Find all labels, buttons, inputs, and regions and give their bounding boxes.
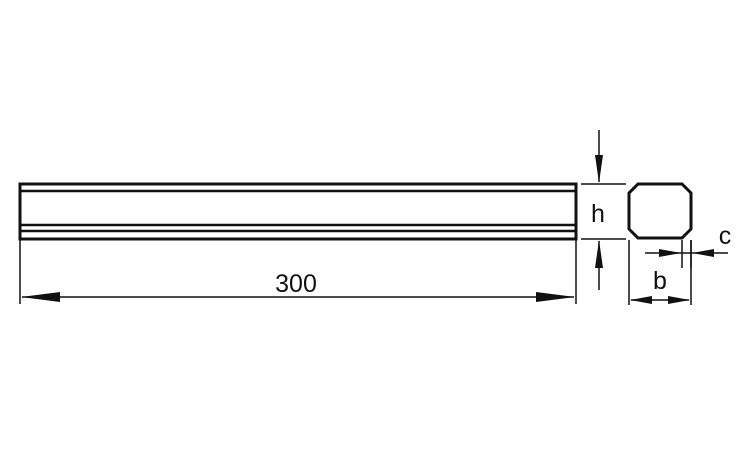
height-dimension: h (581, 130, 626, 290)
width-arrow-right (668, 296, 690, 304)
width-label: b (653, 267, 667, 295)
bar-outline (18, 182, 578, 241)
height-arrow-bottom (595, 240, 603, 268)
length-label: 300 (275, 270, 317, 298)
width-arrow-left (630, 296, 652, 304)
length-arrow-right (536, 292, 575, 302)
chamfer-arrow-left (659, 249, 681, 257)
bar-cross-section (627, 182, 693, 240)
height-label: h (591, 200, 605, 228)
cross-section-outline (627, 182, 693, 240)
chamfer-arrow-right (692, 249, 714, 257)
bar-side-view (18, 182, 578, 241)
chamfer-dimension: c (645, 222, 731, 268)
length-arrow-left (21, 292, 60, 302)
length-dimension: 300 (19, 239, 577, 304)
chamfer-label: c (719, 222, 732, 250)
height-arrow-top (595, 155, 603, 183)
